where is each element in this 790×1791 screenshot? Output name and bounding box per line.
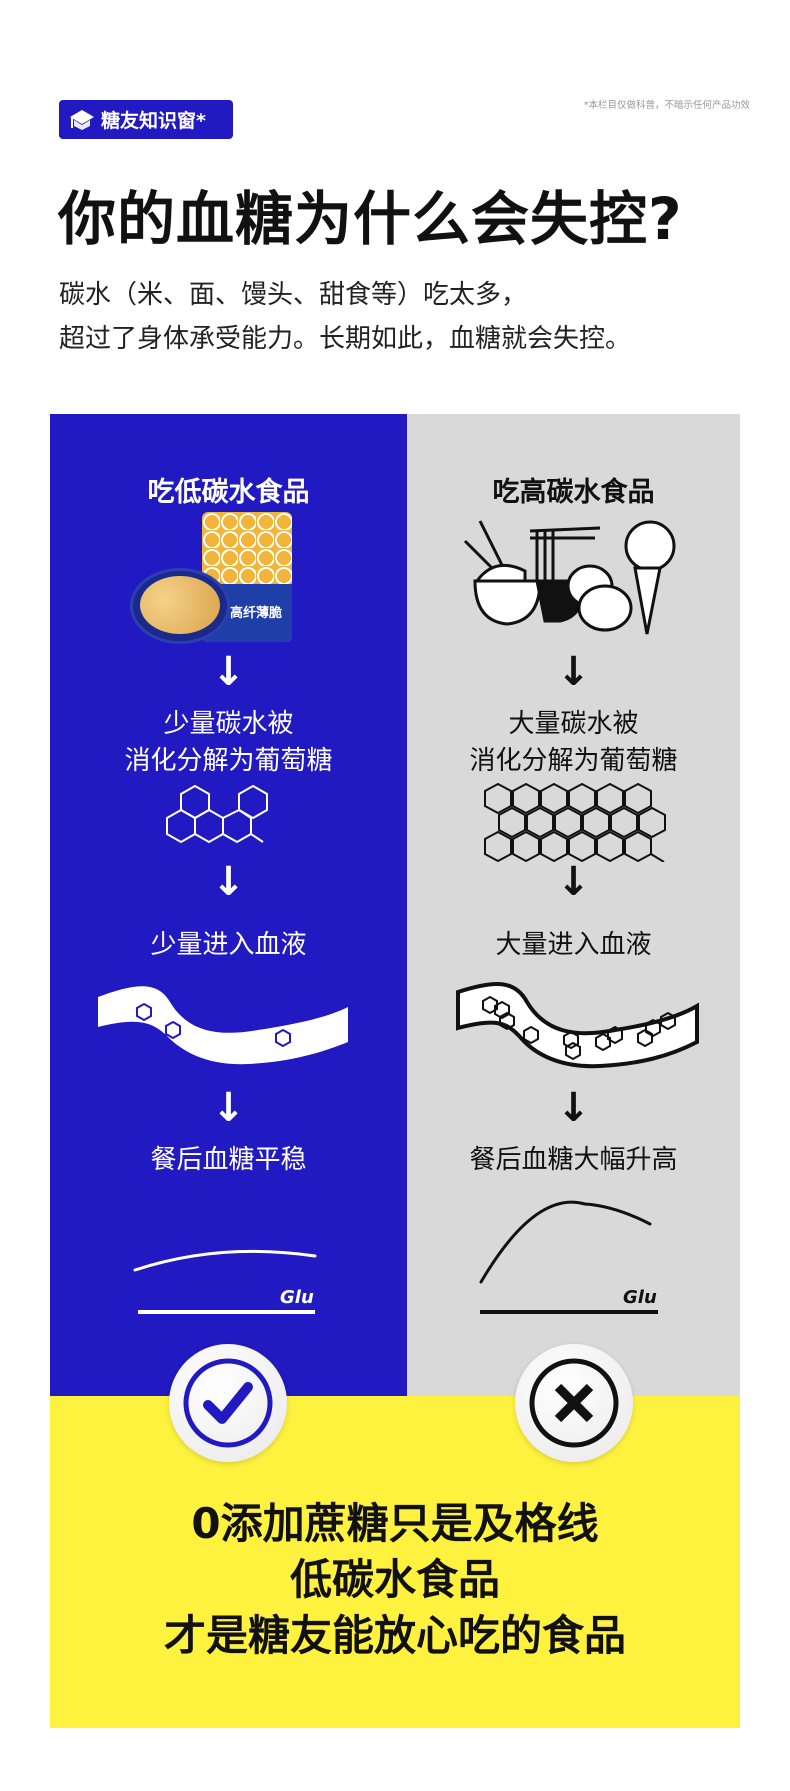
subtitle-line-2: 超过了身体承受能力。长期如此，血糖就会失控。 — [59, 324, 632, 354]
high-step1-line1: 大量碳水被 — [508, 709, 639, 739]
conclusion-line-2: 低碳水食品 — [289, 1555, 500, 1604]
glucose-molecule-large-icon — [484, 782, 666, 862]
glu-axis-label: Glu — [280, 1287, 314, 1308]
blood-vessel-few-glucose-icon — [98, 986, 348, 1065]
product-image: 高纤薄脆 — [130, 512, 300, 647]
knowledge-badge: 糖友知识窗* — [59, 100, 233, 139]
conclusion-line-3: 才是糖友能放心吃的食品 — [163, 1611, 626, 1660]
low-carb-heading: 吃低碳水食品 — [147, 477, 310, 508]
high-carb-heading: 吃高碳水食品 — [492, 477, 655, 508]
down-arrow-icon: ↓ — [556, 649, 591, 695]
high-step2: 大量进入血液 — [495, 930, 652, 960]
check-badge — [169, 1344, 287, 1462]
high-carb-foods-icon — [463, 520, 676, 635]
low-step2: 少量进入血液 — [150, 930, 307, 960]
conclusion-line-1: 0添加蔗糖只是及格线 — [191, 1499, 599, 1548]
product-label: 高纤薄脆 — [230, 606, 283, 621]
down-arrow-icon: ↓ — [556, 859, 591, 905]
glu-axis-label: Glu — [623, 1287, 657, 1308]
flat-glucose-curve — [133, 1249, 317, 1314]
low-step3: 餐后血糖平稳 — [150, 1145, 307, 1175]
check-icon — [183, 1358, 273, 1448]
subtitle-line-1: 碳水（米、面、馒头、甜食等）吃太多， — [59, 280, 528, 310]
graduation-cap-icon — [70, 109, 94, 130]
high-step3: 餐后血糖大幅升高 — [469, 1145, 678, 1175]
spike-glucose-curve — [479, 1200, 658, 1314]
page-title: 你的血糖为什么会失控? — [58, 185, 683, 253]
high-step1-line2: 消化分解为葡萄糖 — [469, 746, 678, 776]
conclusion-panel — [50, 1396, 740, 1728]
x-badge — [515, 1344, 633, 1462]
badge-label: 糖友知识窗* — [101, 110, 206, 132]
down-arrow-icon: ↓ — [211, 859, 246, 905]
down-arrow-icon: ↓ — [556, 1085, 591, 1131]
low-step1-line2: 消化分解为葡萄糖 — [124, 746, 333, 776]
disclaimer: *本栏目仅做科普，不暗示任何产品功效 — [583, 100, 750, 111]
x-icon — [529, 1358, 619, 1448]
glucose-molecule-small-icon — [166, 784, 268, 844]
down-arrow-icon: ↓ — [211, 649, 246, 695]
low-step1-line1: 少量碳水被 — [163, 709, 294, 739]
down-arrow-icon: ↓ — [211, 1085, 246, 1131]
blood-vessel-many-glucose-icon — [456, 982, 699, 1069]
